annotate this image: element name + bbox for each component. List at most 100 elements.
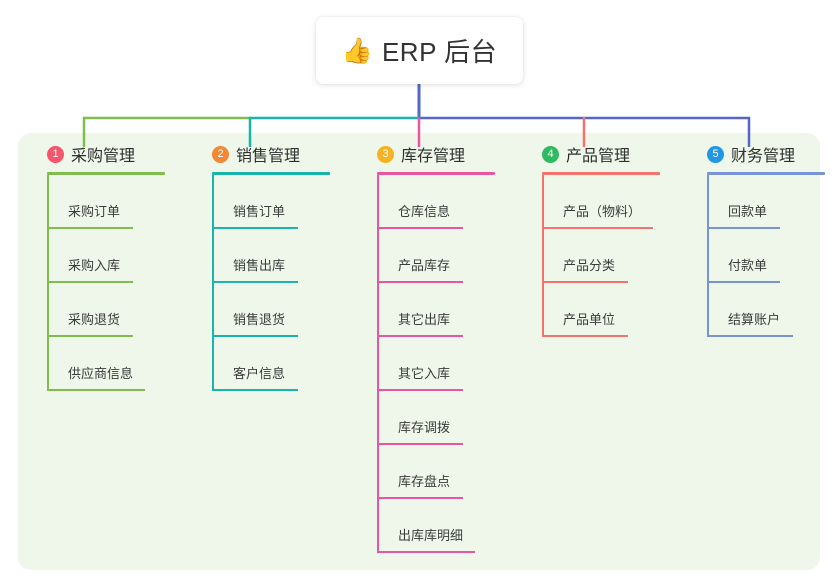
list-item-rule [378, 497, 463, 499]
list-item-rule [213, 335, 298, 337]
list-item-rule [213, 281, 298, 283]
list-item[interactable]: 其它出库 [377, 283, 495, 337]
list-item-label: 结算账户 [728, 312, 781, 327]
list-item[interactable]: 产品单位 [542, 283, 660, 337]
list-item[interactable]: 库存调拨 [377, 391, 495, 445]
list-item[interactable]: 结算账户 [707, 283, 825, 337]
list-item-label: 出库库明细 [398, 528, 464, 543]
list-item-label: 产品库存 [398, 258, 451, 273]
column-trunk-4 [542, 175, 544, 337]
list-item-rule [708, 281, 780, 283]
list-item[interactable]: 库存盘点 [377, 445, 495, 499]
list-item[interactable]: 采购入库 [47, 229, 165, 283]
list-item-rule [543, 227, 653, 229]
list-item[interactable]: 销售退货 [212, 283, 330, 337]
list-item[interactable]: 出库库明细 [377, 499, 495, 553]
list-item[interactable]: 销售订单 [212, 175, 330, 229]
list-item-rule [378, 281, 463, 283]
column-items-2: 销售订单销售出库销售退货客户信息 [212, 175, 330, 391]
column-badge-4: 4 [542, 145, 559, 163]
list-item[interactable]: 产品（物料） [542, 175, 660, 229]
column-3: 3 库存管理仓库信息产品库存其它出库其它入库库存调拨库存盘点出库库明细 [377, 142, 495, 553]
list-item-label: 产品单位 [563, 312, 616, 327]
list-item[interactable]: 产品库存 [377, 229, 495, 283]
list-item-rule [378, 227, 463, 229]
column-title-3: 库存管理 [401, 148, 466, 165]
list-item-label: 回款单 [728, 204, 768, 219]
list-item-label: 供应商信息 [68, 366, 134, 381]
list-item[interactable]: 采购退货 [47, 283, 165, 337]
column-header-rule-4 [542, 172, 660, 175]
list-item-label: 库存盘点 [398, 474, 451, 489]
list-item-label: 仓库信息 [398, 204, 451, 219]
list-item-rule [378, 389, 463, 391]
column-title-1: 采购管理 [71, 148, 136, 165]
column-4: 4 产品管理产品（物料） 产品分类产品单位 [542, 142, 660, 337]
list-item-rule [543, 335, 628, 337]
column-header-5[interactable]: 5 财务管理 [707, 142, 825, 166]
column-items-3: 仓库信息产品库存其它出库其它入库库存调拨库存盘点出库库明细 [377, 175, 495, 553]
column-header-rule-5 [707, 172, 825, 175]
list-item-label: 销售出库 [233, 258, 286, 273]
column-items-5: 回款单付款单结算账户 [707, 175, 825, 337]
column-title-2: 销售管理 [236, 148, 301, 165]
column-header-1[interactable]: 1 采购管理 [47, 142, 165, 166]
column-trunk-3 [377, 175, 379, 553]
column-items-4: 产品（物料） 产品分类产品单位 [542, 175, 660, 337]
list-item-label: 采购退货 [68, 312, 121, 327]
list-item-label: 采购订单 [68, 204, 121, 219]
list-item-label: 其它入库 [398, 366, 451, 381]
column-header-rule-3 [377, 172, 495, 175]
list-item-rule [378, 443, 463, 445]
column-items-1: 采购订单采购入库采购退货供应商信息 [47, 175, 165, 391]
column-trunk-5 [707, 175, 709, 337]
list-item[interactable]: 回款单 [707, 175, 825, 229]
column-title-5: 财务管理 [731, 148, 796, 165]
list-item-rule [213, 227, 298, 229]
list-item[interactable]: 仓库信息 [377, 175, 495, 229]
root-node-card[interactable]: 👍 ERP 后台 [316, 17, 523, 84]
column-header-4[interactable]: 4 产品管理 [542, 142, 660, 166]
column-5: 5 财务管理回款单付款单结算账户 [707, 142, 825, 337]
column-1: 1 采购管理采购订单采购入库采购退货供应商信息 [47, 142, 165, 391]
column-trunk-1 [47, 175, 49, 391]
list-item[interactable]: 采购订单 [47, 175, 165, 229]
list-item[interactable]: 供应商信息 [47, 337, 165, 391]
list-item-label: 销售退货 [233, 312, 286, 327]
thumbs-up-icon: 👍 [341, 37, 373, 65]
list-item-label: 产品分类 [563, 258, 616, 273]
list-item-rule [543, 281, 628, 283]
column-header-2[interactable]: 2 销售管理 [212, 142, 330, 166]
list-item-rule [48, 389, 145, 391]
list-item[interactable]: 产品分类 [542, 229, 660, 283]
list-item[interactable]: 销售出库 [212, 229, 330, 283]
column-header-3[interactable]: 3 库存管理 [377, 142, 495, 166]
list-item-rule [378, 551, 475, 553]
list-item-label: 库存调拨 [398, 420, 451, 435]
list-item-label: 其它出库 [398, 312, 451, 327]
list-item-rule [48, 335, 133, 337]
list-item-label: 付款单 [728, 258, 768, 273]
column-header-rule-1 [47, 172, 165, 175]
column-trunk-2 [212, 175, 214, 391]
column-badge-5: 5 [707, 145, 724, 163]
column-2: 2 销售管理销售订单销售出库销售退货客户信息 [212, 142, 330, 391]
list-item-rule [708, 227, 780, 229]
list-item-label: 客户信息 [233, 366, 286, 381]
list-item-rule [378, 335, 463, 337]
list-item[interactable]: 付款单 [707, 229, 825, 283]
column-header-rule-2 [212, 172, 330, 175]
column-badge-3: 3 [377, 145, 394, 163]
list-item-rule [708, 335, 793, 337]
list-item-rule [48, 281, 133, 283]
list-item-label: 销售订单 [233, 204, 286, 219]
list-item[interactable]: 其它入库 [377, 337, 495, 391]
root-node-title: ERP 后台 [381, 37, 498, 67]
column-badge-2: 2 [212, 145, 229, 163]
list-item-label: 产品（物料） [563, 204, 642, 219]
list-item-rule [48, 227, 133, 229]
list-item[interactable]: 客户信息 [212, 337, 330, 391]
column-badge-1: 1 [47, 145, 64, 163]
list-item-rule [213, 389, 298, 391]
column-title-4: 产品管理 [566, 148, 631, 165]
